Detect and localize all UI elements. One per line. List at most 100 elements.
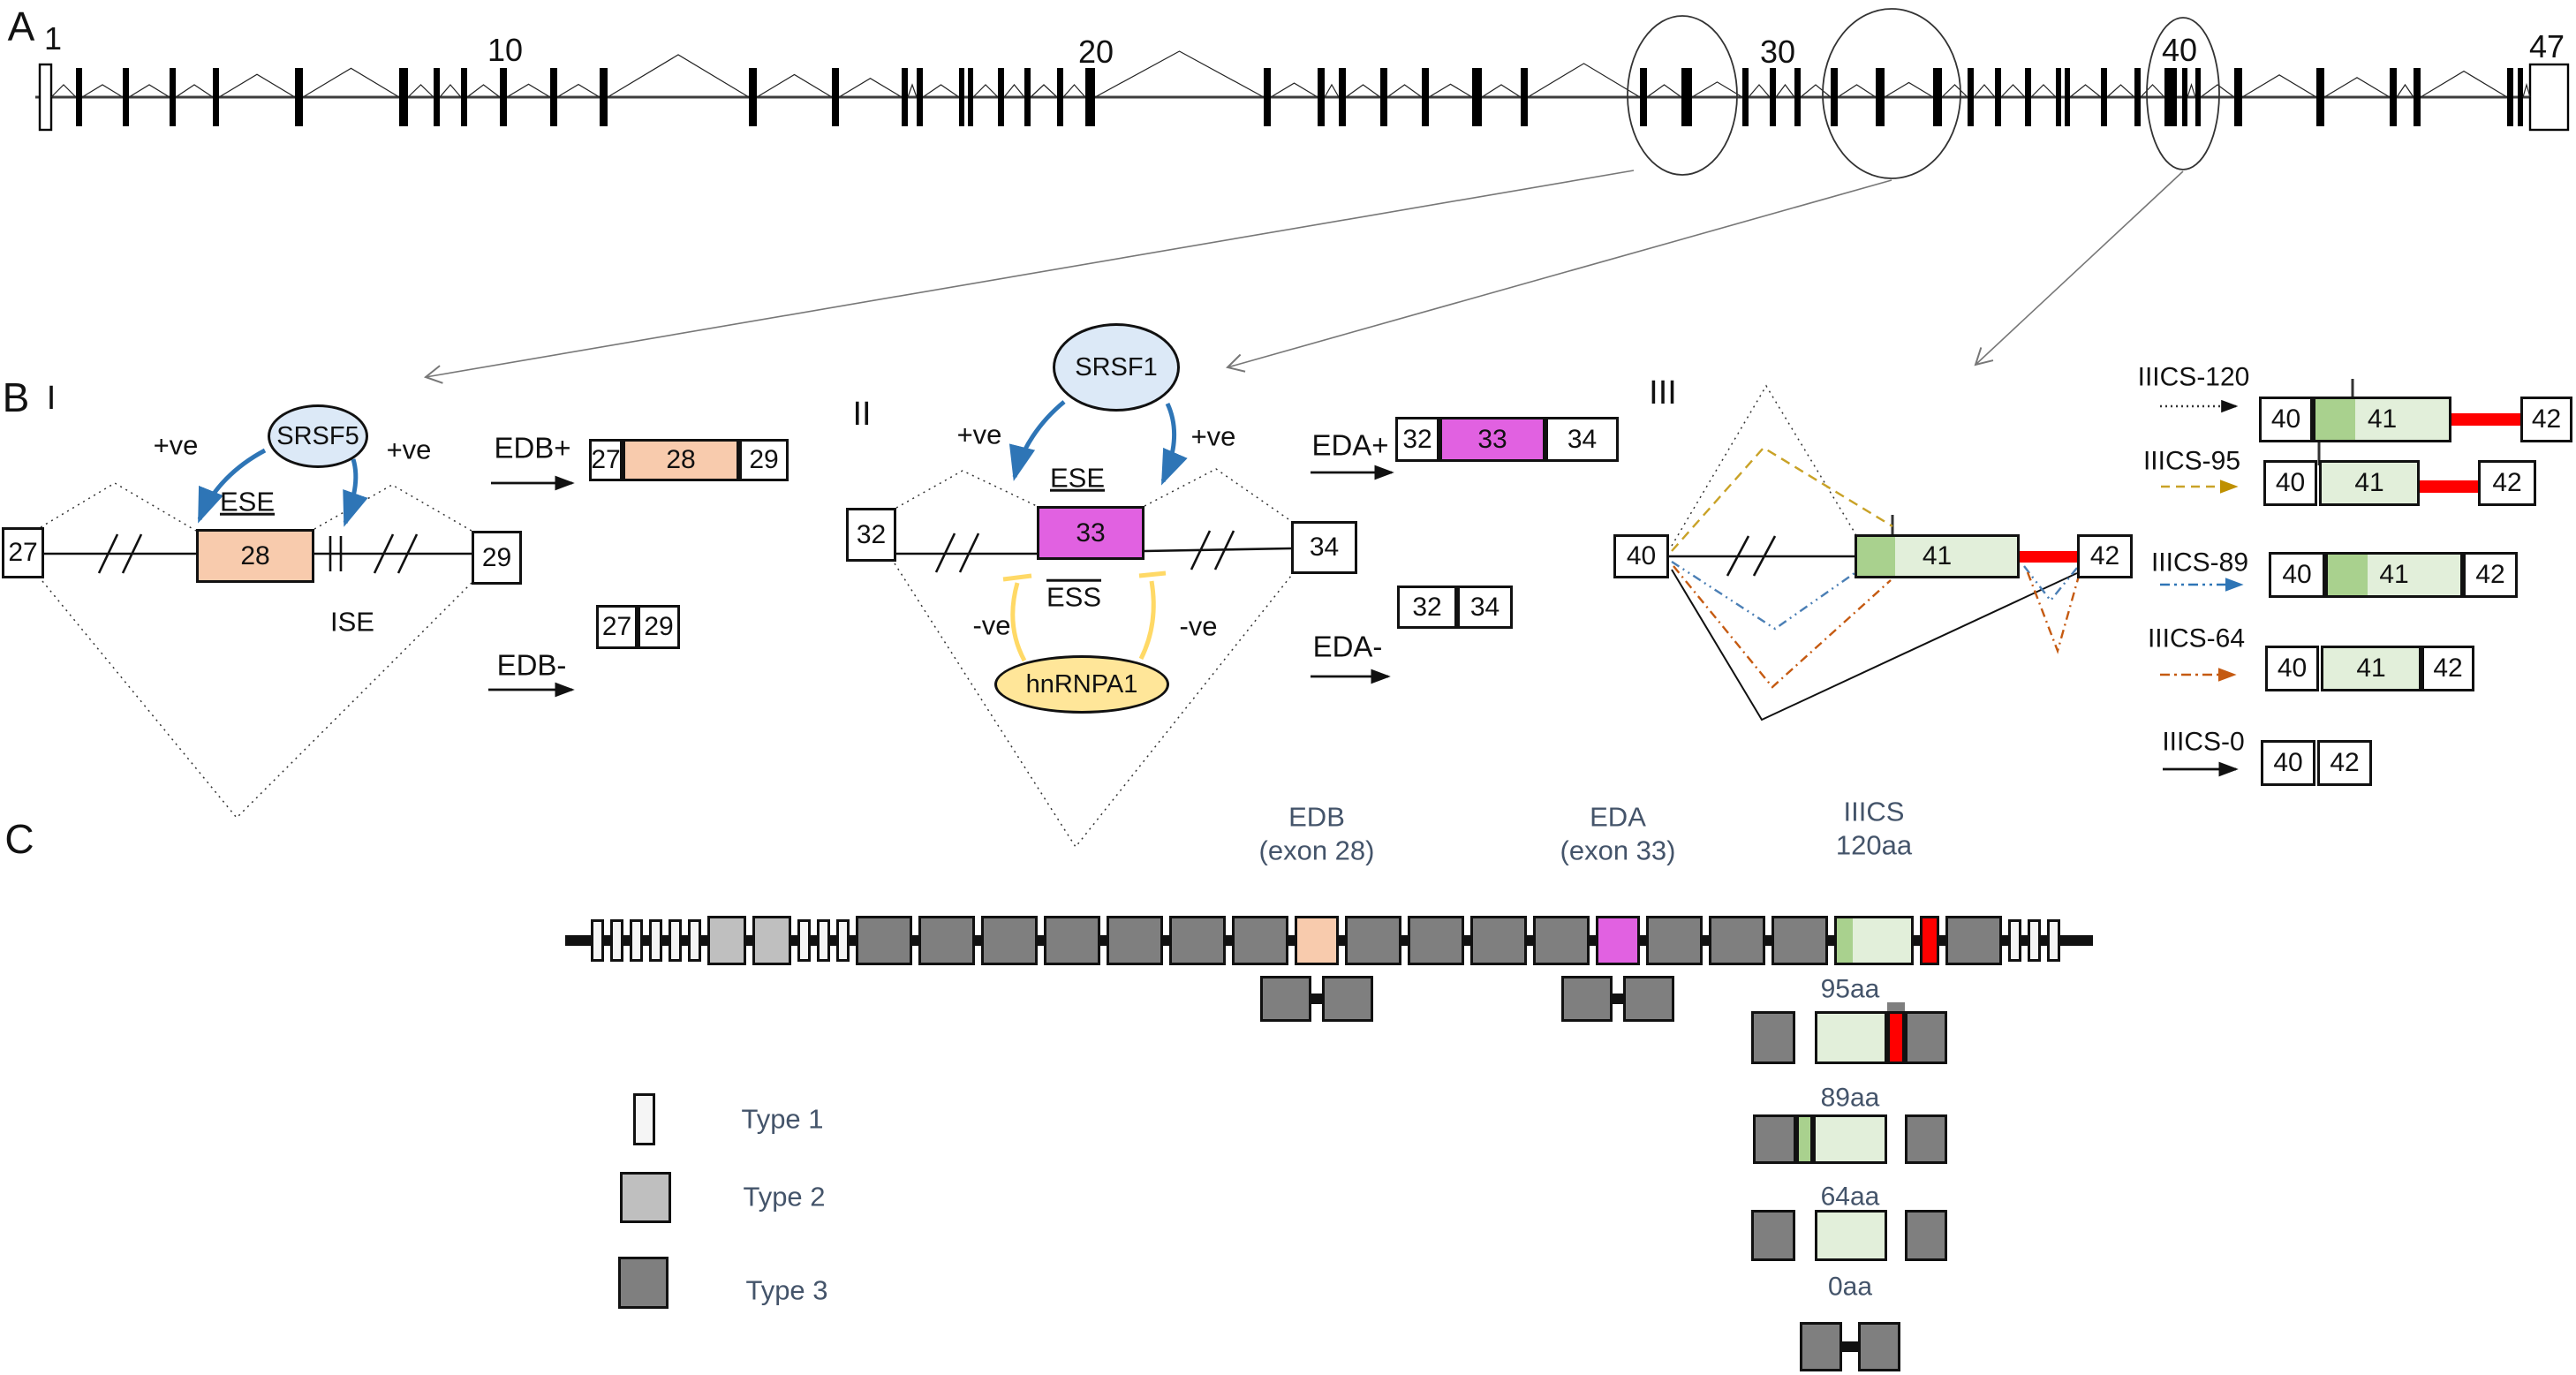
intron-break-slash [1190, 530, 1212, 570]
iiics0-product-42: 42 [2317, 740, 2372, 786]
iiics64-product-42: 42 [2421, 646, 2474, 691]
plus-ve-srsf5-right: +ve [386, 434, 432, 465]
intron-peak [756, 73, 833, 98]
legend-type2-swatch [620, 1172, 671, 1223]
exon-bar [1933, 68, 1942, 126]
intron-peak [1775, 84, 1795, 98]
protein-domain-t3 [1044, 916, 1100, 965]
regulator-node-hnrnpa1: hnRNPA1 [994, 655, 1169, 714]
protein-domain-t3 [918, 916, 975, 965]
exon-bar [2195, 68, 2201, 126]
intron-peak [1428, 83, 1473, 98]
legend-type3-label: Type 3 [745, 1274, 828, 1306]
exon-bar [1770, 68, 1776, 126]
exon-bar [1521, 68, 1528, 126]
iiics89-product-40: 40 [2269, 552, 2325, 598]
exon-bar [500, 68, 507, 126]
activation-arrow-srsf5-left [197, 448, 267, 524]
exon-bar [2316, 68, 2324, 126]
exon41-number: 41 [2379, 560, 2409, 589]
exon-bar [959, 68, 964, 126]
exon-bar [1380, 68, 1387, 126]
intron-break-slash [934, 533, 956, 573]
protein-domain-t1 [630, 919, 643, 962]
eda-skip-pair-left [1561, 976, 1613, 1022]
panel-c-label: C [4, 815, 34, 862]
eda-minus-label: EDA- [1312, 630, 1383, 663]
exon-number-40: 40 [2161, 32, 2198, 69]
activation-arrow-srsf5-right [343, 458, 368, 527]
iiics-89-label: IIICS-89 [2150, 548, 2249, 578]
red-link-120 [2451, 413, 2520, 426]
exon-bar [1318, 68, 1325, 126]
splice-path-27-29 [42, 580, 472, 820]
splice-path-32-34 [894, 563, 1292, 849]
exon-bar [1876, 68, 1885, 126]
intron-peak [1386, 84, 1423, 98]
intron-peak [2106, 84, 2135, 98]
eda-plus-label: EDA+ [1311, 428, 1389, 462]
splice-path-iiics0 [1671, 569, 2078, 721]
iiics64-product-41: 41 [2321, 646, 2421, 691]
ess-label: ESS [1046, 581, 1102, 613]
edb-minus-label: EDB- [496, 648, 567, 682]
exon-bar [2056, 68, 2061, 126]
section-i-label: I [46, 380, 57, 418]
intron-peak [50, 84, 77, 98]
zoom-arrow-iiics [1974, 170, 2184, 366]
splice-path-32-33 [895, 470, 1038, 509]
splice-path-41-42-orange [2026, 571, 2081, 654]
intron-peak [1481, 84, 1522, 98]
iiics-89aa-row-segment [1796, 1114, 1813, 1164]
intron-peak [1324, 83, 1340, 98]
intron-peak [1003, 84, 1025, 98]
protein-domain-t1 [591, 919, 604, 962]
protein-domain-eda [1596, 916, 1640, 965]
exon-bar [2101, 68, 2107, 126]
intron-peak [922, 84, 960, 98]
minus-ve-left: -ve [972, 609, 1011, 641]
exon-bar [1422, 68, 1429, 126]
protein-domain-iiics [1834, 916, 1914, 965]
eda-domain-label: EDA [1590, 801, 1646, 833]
exon-box-41: 41 [1855, 534, 2020, 578]
intron-peak [302, 67, 400, 98]
protein-domain-t1 [649, 919, 662, 962]
panel-a-label: A [7, 3, 35, 49]
exon-bar [1472, 68, 1482, 126]
intron-peak [2187, 83, 2196, 98]
exon-box-27: 27 [2, 527, 44, 578]
iiics-0aa-pair-right [1858, 1322, 1900, 1371]
protein-domain-t2 [752, 916, 791, 965]
iiics120-product-40: 40 [2259, 397, 2313, 442]
eda-minus-product-34: 34 [1457, 586, 1513, 629]
iiics-89aa-label: 89aa [1820, 1083, 1880, 1113]
exon-bar [2025, 68, 2031, 126]
iiics-0aa-label: 0aa [1827, 1272, 1873, 1302]
exon-number-47: 47 [2528, 28, 2565, 65]
exon-box-34: 34 [1291, 521, 1357, 574]
intron-peak [128, 84, 170, 98]
intron-peak [2323, 77, 2391, 98]
iiics64-product-40: 40 [2265, 646, 2319, 691]
exon-bar [902, 68, 908, 126]
iiics-0aa-pair-connector [1842, 1341, 1858, 1352]
intron-peak [81, 84, 124, 98]
exon-bar [2390, 68, 2397, 126]
zoom-ellipse [1627, 15, 1738, 176]
iiics120-product-42: 42 [2520, 397, 2572, 442]
iiics95-product-40: 40 [2263, 460, 2317, 506]
exon-bar [295, 68, 303, 126]
legend-type1-label: Type 1 [741, 1103, 824, 1135]
intron-peak [439, 84, 462, 98]
terminal-exon-box [38, 63, 53, 132]
protein-domain-t1 [2047, 919, 2060, 962]
edb-minus-product-29: 29 [638, 605, 680, 649]
intron-break-slash [1213, 530, 1235, 570]
iiics-89aa-row-segment [1753, 1114, 1796, 1164]
inhibition-arrow-left-cap [1002, 573, 1032, 582]
exon-bar [213, 68, 219, 126]
plus-ve-srsf1-right: +ve [1190, 420, 1236, 452]
protein-domain-t3 [1345, 916, 1401, 965]
protein-domain-t3 [1945, 916, 2002, 965]
